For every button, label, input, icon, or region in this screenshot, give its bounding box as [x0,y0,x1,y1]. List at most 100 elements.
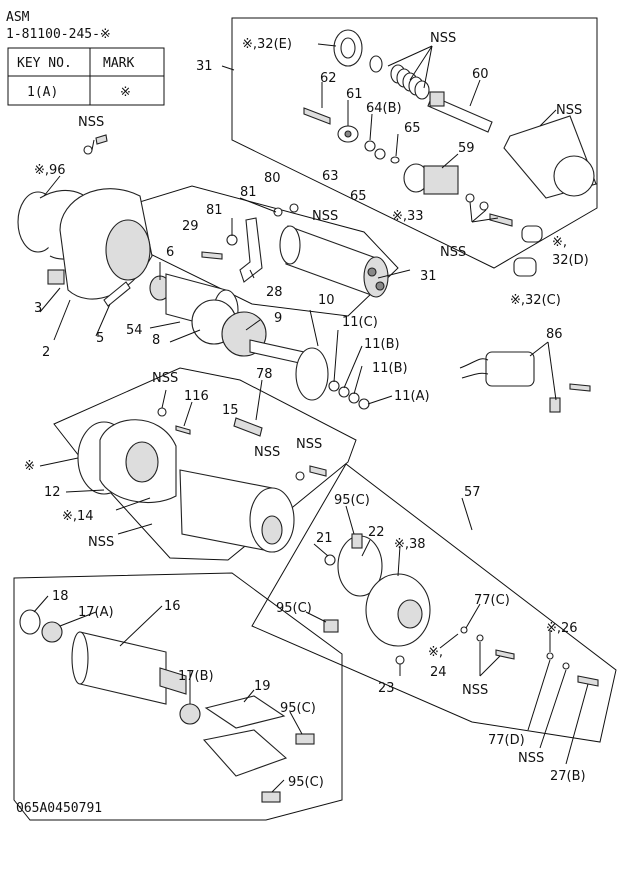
part-yoke-boss [261,515,283,545]
assembly-label: ASM [6,10,30,25]
callout-77c: 77(C) [474,593,510,608]
callout-63: 63 [322,169,339,184]
part-seal [369,55,383,73]
part-gear-housing [295,347,329,401]
callout-23: 23 [378,681,395,696]
callout-96: ※,96 [34,163,66,178]
part-brush-95c [351,533,363,549]
callout-nss: NSS [152,371,178,386]
yoke-group [77,407,327,553]
pinion-clutch-group [149,273,370,410]
part-spring [390,64,430,100]
callout-11c: 11(C) [342,315,378,330]
callout-60: 60 [472,67,489,82]
armature-group [19,609,315,803]
solenoid-body-31 [279,225,389,298]
part-relay-body [485,351,535,387]
callout-32d: 32(D) [552,253,589,268]
callout-11b: 11(B) [364,337,400,352]
part-cap-32d [521,225,543,243]
callout-95c: 95(C) [280,701,316,716]
callout-32c: ※,32(C) [510,293,561,308]
part-washer-61-hole [344,130,352,138]
callout-32d-mark: ※, [552,235,567,250]
callout-32e: ※,32(E) [242,37,292,52]
part-washer-11b [338,386,350,398]
callout-78: 78 [256,367,273,382]
part-washer-nss-57 [562,662,570,670]
part-washer-nss [465,193,475,203]
callout-10: 10 [318,293,335,308]
callout-95c: 95(C) [288,775,324,790]
part-washer-77c [460,626,468,634]
part-rear-cover-bore [125,441,159,483]
callout-nss: NSS [430,31,456,46]
callout-59: 59 [458,141,475,156]
key-table-header-key: KEY NO. [17,56,72,71]
callout-nss: NSS [312,209,338,224]
callout-17b: 17(B) [178,669,214,684]
callout-8: 8 [152,333,160,348]
callout-12: 12 [44,485,61,500]
callout-14: ※,14 [62,509,94,524]
part-bolt-62 [303,107,331,125]
key-table: KEY NO. MARK 1(A) ※ [7,47,165,106]
callout-15: 15 [222,403,239,418]
frame-armature-group [13,572,343,821]
part-screw-nss [489,213,513,227]
part-cover-opening [553,155,595,197]
callout-27b: 27(B) [550,769,586,784]
callout-22: 22 [368,525,385,540]
callout-65: 65 [404,121,421,136]
part-nut-80 [289,203,299,213]
relay-86 [459,351,591,413]
callout-95c: 95(C) [334,493,370,508]
part-bushing-3 [47,269,65,285]
part-washer-nss-yoke [157,407,167,417]
callout-24-mark: ※, [428,645,443,660]
part-bearing-17a [41,621,63,643]
part-washer-nss-top [83,145,93,155]
callout-31: 31 [420,269,437,284]
part-brush-95c-4 [261,791,281,803]
callout-labels: 31 ※,32(E) NSS 62 61 64(B) 65 60 NSS 63 … [24,31,589,790]
callout-65: 65 [350,189,367,204]
callout-16: 16 [164,599,181,614]
part-ring-63 [374,148,386,160]
frame-brush-holder-group-57 [251,463,617,743]
part-housing-bore [105,219,151,281]
callout-61: 61 [346,87,363,102]
part-brush-plate-19-2 [202,729,288,777]
part-washer-nss-2 [479,201,489,211]
callout-nss: NSS [556,103,582,118]
key-table-header-mark: MARK [103,56,134,71]
part-brush-plate-19 [204,695,286,729]
part-washer-77c-2 [476,634,484,642]
part-nut-nss [309,465,327,477]
callout-116: 116 [184,389,209,404]
part-spring-21 [324,554,336,566]
callout-nss: NSS [296,437,322,452]
part-bolt-nss [95,134,108,145]
callout-29: 29 [182,219,199,234]
callout-95c: 95(C) [276,601,312,616]
lever-parts [201,203,299,283]
callout-nss: NSS [440,245,466,260]
callout-5: 5 [96,331,104,346]
part-shift-lever-28 [239,217,263,283]
callout-9: 9 [274,311,282,326]
part-terminal-block-59 [423,165,459,195]
part-relay-wire [459,358,489,369]
frame-solenoid-group-31 [231,17,598,269]
part-washer-nss-yoke-2 [295,471,305,481]
callout-28: 28 [266,285,283,300]
frame-yoke-group [53,367,357,561]
part-boot-inner [340,37,356,59]
callout-64b: 64(B) [366,101,402,116]
part-clip-65 [390,156,400,164]
callout-24: 24 [430,665,447,680]
callout-57: 57 [464,485,481,500]
part-brush-95c-3 [295,733,315,745]
